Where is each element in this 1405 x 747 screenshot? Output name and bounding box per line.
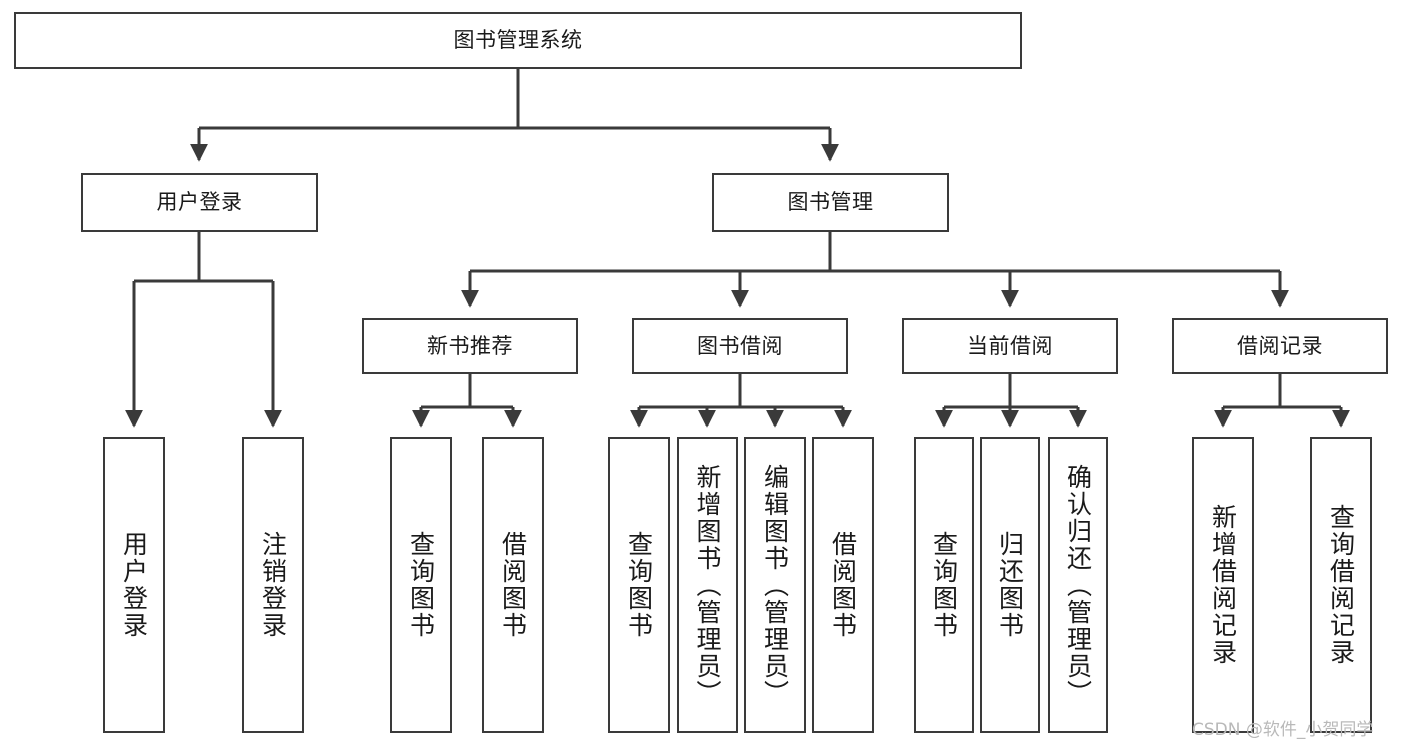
node-leaf-logout-label: 注销登录 [258,531,288,639]
node-leaf-borrow-book-2-label: 借阅图书 [828,531,858,639]
node-borrow-record[interactable]: 借阅记录 [1172,318,1388,374]
node-leaf-return-book-label: 归还图书 [995,531,1025,639]
node-leaf-borrow-book-2[interactable]: 借阅图书 [812,437,874,733]
node-leaf-edit-book-admin-label: 编辑图书（管理员） [760,463,790,707]
node-user-login-label: 用户登录 [156,190,243,215]
node-root[interactable]: 图书管理系统 [14,12,1022,69]
node-leaf-add-book-admin-label: 新增图书（管理员） [693,463,722,707]
node-leaf-user-login-label: 用户登录 [119,531,149,639]
node-leaf-add-borrow-record-label: 新增借阅记录 [1208,504,1238,666]
node-borrow-record-label: 借阅记录 [1237,333,1323,358]
node-leaf-query-book-3-label: 查询图书 [929,531,959,639]
node-leaf-user-login[interactable]: 用户登录 [103,437,165,733]
node-current-borrow[interactable]: 当前借阅 [902,318,1118,374]
node-leaf-query-book-3[interactable]: 查询图书 [914,437,974,733]
node-book-manage[interactable]: 图书管理 [712,173,949,232]
node-book-manage-label: 图书管理 [787,190,874,215]
csdn-watermark: CSDN @软件_小贺同学 [1192,720,1374,740]
node-book-borrow-label: 图书借阅 [697,333,783,358]
node-user-login[interactable]: 用户登录 [81,173,318,232]
node-leaf-query-book-1-label: 查询图书 [406,531,436,639]
node-root-label: 图书管理系统 [453,28,583,53]
node-leaf-confirm-return-admin-label: 确认归还（管理员） [1063,463,1093,707]
node-leaf-query-borrow-record[interactable]: 查询借阅记录 [1310,437,1372,733]
node-leaf-edit-book-admin[interactable]: 编辑图书（管理员） [744,437,806,733]
node-leaf-logout[interactable]: 注销登录 [242,437,304,733]
node-leaf-return-book[interactable]: 归还图书 [980,437,1040,733]
node-book-borrow[interactable]: 图书借阅 [632,318,848,374]
node-new-book-rec[interactable]: 新书推荐 [362,318,578,374]
node-leaf-add-borrow-record[interactable]: 新增借阅记录 [1192,437,1254,733]
node-leaf-borrow-book-1-label: 借阅图书 [498,531,528,639]
node-leaf-add-book-admin[interactable]: 新增图书（管理员） [677,437,738,733]
node-leaf-query-book-2-label: 查询图书 [624,531,654,639]
node-leaf-borrow-book-1[interactable]: 借阅图书 [482,437,544,733]
node-leaf-confirm-return-admin[interactable]: 确认归还（管理员） [1048,437,1108,733]
node-current-borrow-label: 当前借阅 [967,333,1053,358]
node-leaf-query-book-2[interactable]: 查询图书 [608,437,670,733]
node-new-book-rec-label: 新书推荐 [427,333,513,358]
node-leaf-query-book-1[interactable]: 查询图书 [390,437,452,733]
node-leaf-query-borrow-record-label: 查询借阅记录 [1326,504,1356,666]
